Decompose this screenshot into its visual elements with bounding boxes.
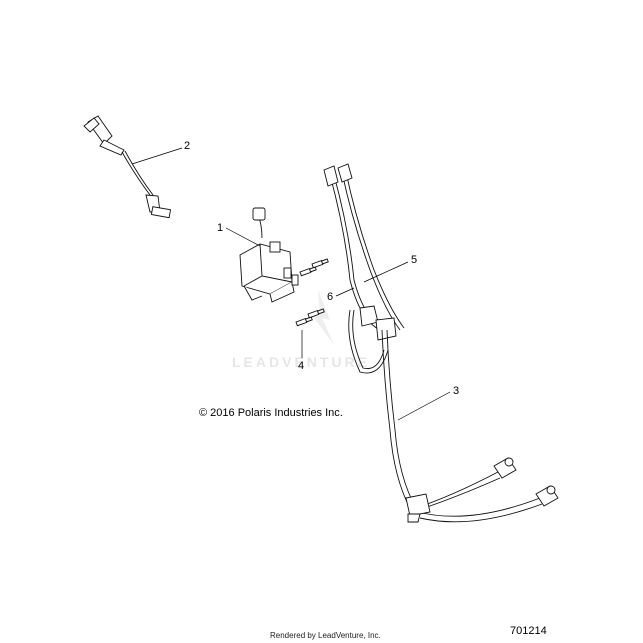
part-1-solenoid[interactable] (239, 207, 299, 303)
callout-5[interactable]: 5 (411, 254, 417, 266)
callout-3[interactable]: 3 (453, 385, 459, 397)
callout-2[interactable]: 2 (184, 140, 190, 152)
leadventure-watermark: LEADVENTURE (232, 290, 370, 370)
callout-4[interactable]: 4 (298, 360, 304, 372)
part-4-screws[interactable] (295, 258, 329, 327)
leader-lines (131, 147, 451, 421)
part-2-sensor[interactable] (83, 115, 172, 219)
callout-1[interactable]: 1 (217, 222, 223, 234)
part-3-harness[interactable] (381, 329, 559, 523)
diagram-id: 701214 (510, 625, 547, 637)
part-6-cable[interactable] (348, 305, 397, 374)
rendered-by-footer: Rendered by LeadVenture, Inc. (270, 631, 381, 640)
callout-6[interactable]: 6 (327, 291, 333, 303)
copyright-notice: © 2016 Polaris Industries Inc. (199, 407, 343, 419)
part-5-cable[interactable] (323, 163, 405, 331)
watermark-text: LEADVENTURE (232, 354, 370, 370)
